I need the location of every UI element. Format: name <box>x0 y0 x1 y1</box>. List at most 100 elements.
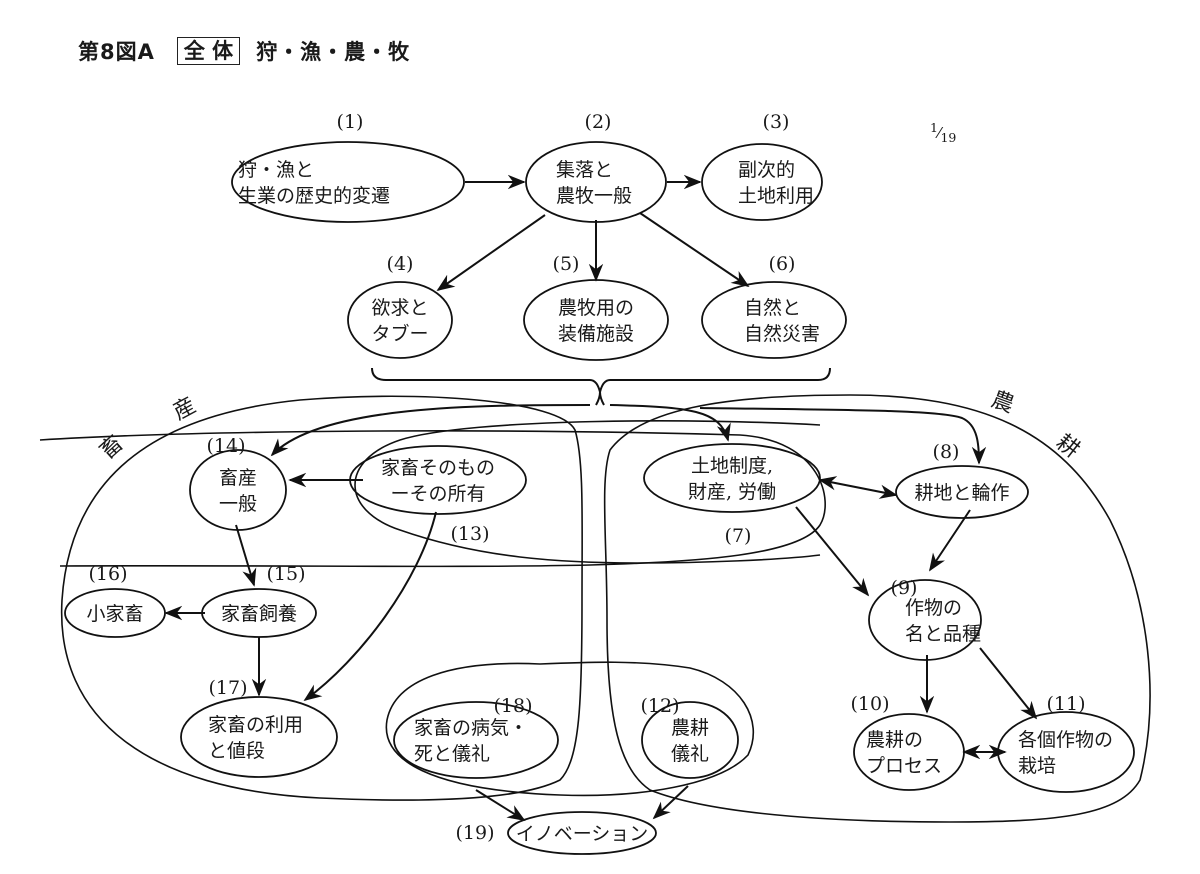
node-15-ellipse <box>201 588 317 638</box>
node-19: (19) イノベーション <box>455 811 657 855</box>
farming-region-boundary <box>603 394 1151 823</box>
node-7-label-line: 財産, 労働 <box>688 481 776 503</box>
edge-9-11 <box>979 647 1038 720</box>
node-14-number: (14) <box>206 435 245 457</box>
node-18-ellipse <box>393 701 559 779</box>
node-1-number: (1) <box>337 111 364 133</box>
page-indicator: 1⁄19 <box>930 120 957 145</box>
ritual-outer-loop <box>385 661 754 797</box>
node-19-number: (19) <box>455 822 494 844</box>
node-2-label-line: 農牧一般 <box>556 185 632 207</box>
node-8-label-line: 耕地と輪作 <box>914 482 1009 504</box>
node-18-number: (18) <box>493 695 532 717</box>
node-7-ellipse <box>643 443 821 513</box>
node-9-label-line: 作物の <box>905 597 962 619</box>
node-9-label-line: 名と品種 <box>905 623 981 645</box>
node-7-outer-loop <box>39 430 826 568</box>
node-17-number: (17) <box>208 677 247 699</box>
node-10-label-line: 農耕の <box>866 729 923 751</box>
region-label-farming-2: 耕 <box>1051 430 1084 463</box>
node-12-label-line: 儀礼 <box>671 743 709 765</box>
edge-2-6 <box>639 212 750 288</box>
region-label-livestock-2: 産 <box>169 393 200 425</box>
node-11-label-line: 栽培 <box>1018 755 1056 777</box>
node-15-label-line: 家畜飼養 <box>221 603 297 625</box>
node-3-number: (3) <box>763 111 790 133</box>
region-boundaries <box>39 394 1151 823</box>
node-1-label-line: 狩・漁と <box>238 159 314 181</box>
node-2-ellipse <box>525 141 667 223</box>
node-4-number: (4) <box>387 253 414 275</box>
node-13-number: (13) <box>450 523 489 545</box>
node-13-ellipse <box>349 445 527 515</box>
node-10-number: (10) <box>850 693 889 715</box>
node-9-ellipse <box>868 579 982 661</box>
node-9-number: (9) <box>891 577 918 599</box>
edge-brace-7 <box>609 404 731 442</box>
nodes: (1)狩・漁と生業の歴史的変遷(2)集落と農牧一般(3)副次的土地利用(4)欲求… <box>64 111 1135 855</box>
node-11-number: (11) <box>1046 693 1085 715</box>
node-16-ellipse <box>64 588 166 638</box>
figure-scope-box: 全 体 <box>176 37 241 65</box>
node-12-label-line: 農耕 <box>671 717 709 739</box>
node-14-ellipse <box>189 449 287 531</box>
node-3-label-line: 土地利用 <box>738 185 814 207</box>
node-15-number: (15) <box>266 563 305 585</box>
page-denominator: 19 <box>940 130 957 145</box>
node-1-ellipse <box>231 141 465 223</box>
node-18-label-line: 家畜の病気・ <box>414 717 528 739</box>
grouping-brace <box>371 367 831 393</box>
node-6-number: (6) <box>769 253 796 275</box>
edge-12-19 <box>652 785 689 820</box>
node-17-label-line: と値段 <box>208 740 265 762</box>
node-5-ellipse <box>523 279 669 361</box>
node-10-ellipse <box>853 713 965 791</box>
edge-18-19 <box>475 789 526 821</box>
brace-stem <box>595 391 605 406</box>
node-6-label-line: 自然災害 <box>744 323 820 345</box>
node-4-label-line: タブー <box>371 322 428 345</box>
node-12-ellipse <box>641 701 739 779</box>
edge-7-8 <box>818 476 898 499</box>
node-16: (16) 小家畜 <box>64 563 166 638</box>
node-13-label-line: ーその所有 <box>390 483 485 505</box>
node-19-label-line: イノベーション <box>516 823 649 845</box>
node-16-label-line: 小家畜 <box>86 603 143 625</box>
node-1-label-line: 生業の歴史的変遷 <box>238 185 390 207</box>
node-17-label-line: 家畜の利用 <box>208 714 303 736</box>
node-18-label-line: 死と儀礼 <box>414 743 490 765</box>
node-10-label-line: プロセス <box>866 755 942 777</box>
node-6-label-line: 自然と <box>744 297 801 319</box>
node-13-label-line: 家畜そのもの <box>381 457 495 479</box>
node-6-ellipse <box>701 281 847 359</box>
page-numerator: 1 <box>930 120 938 135</box>
node-16-number: (16) <box>88 563 127 585</box>
node-14-label-line: 一般 <box>219 493 257 515</box>
node-7-number: (7) <box>725 525 752 547</box>
figure-number: 第8図A <box>78 40 155 64</box>
figure-title: 第8図A 全 体 狩・漁・農・牧 <box>78 36 410 66</box>
node-5-label-line: 農牧用の <box>558 297 634 319</box>
figure-subject: 狩・漁・農・牧 <box>256 40 411 64</box>
node-11-ellipse <box>997 711 1135 793</box>
node-3-label-line: 副次的 <box>738 159 795 181</box>
node-15: (15) 家畜飼養 <box>201 563 317 638</box>
edge-2-4 <box>436 214 546 292</box>
node-2-label-line: 集落と <box>556 159 613 181</box>
edge-13-17 <box>303 511 437 702</box>
node-4-ellipse <box>347 281 453 359</box>
node-8-number: (8) <box>933 441 960 463</box>
node-19-ellipse <box>507 811 657 855</box>
